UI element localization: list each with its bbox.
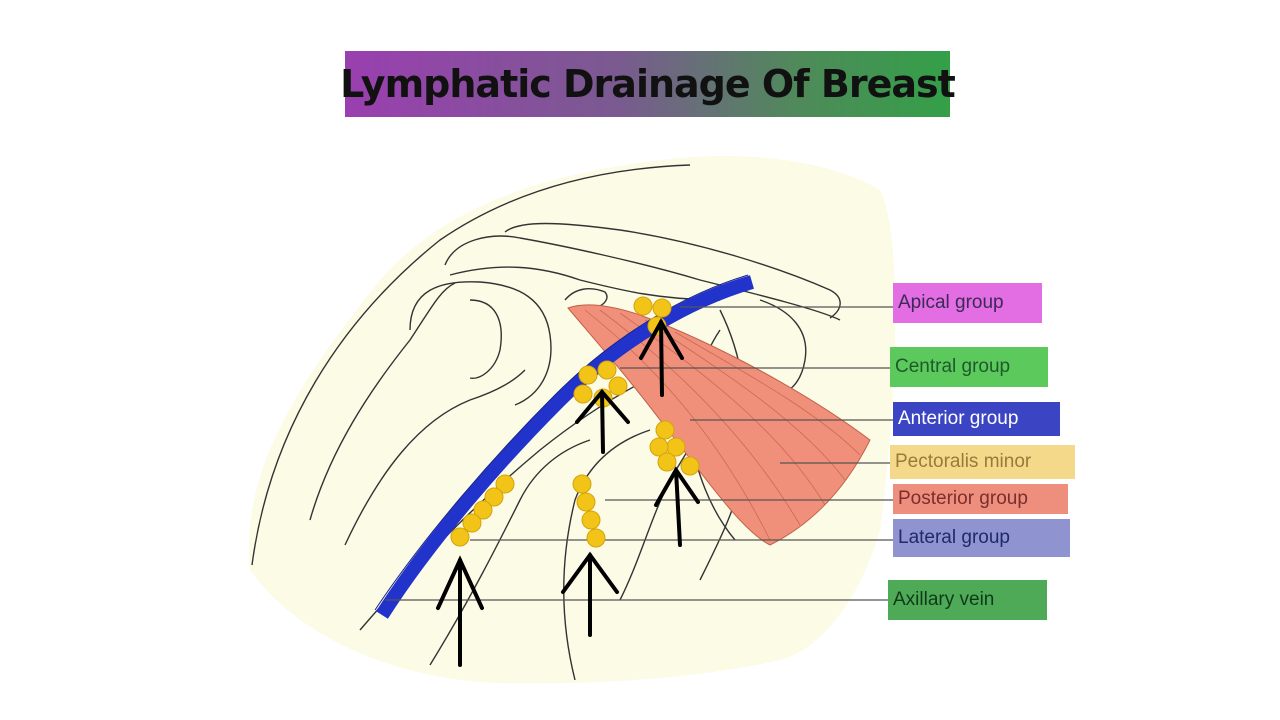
label-axillary-vein: Axillary vein (888, 580, 1047, 620)
pectoralis-minor-shape (567, 304, 871, 546)
arrow-central (575, 388, 630, 454)
label-apical-group: Apical group (893, 283, 1042, 323)
label-pectoralis-minor-text: Pectoralis minor (895, 451, 1032, 472)
humerus-shaft-back (344, 369, 526, 546)
pectoralis-minor-muscle (567, 304, 871, 546)
label-apical-group-text: Apical group (898, 292, 1004, 313)
rib-line-3 (563, 429, 651, 681)
page-title: Lymphatic Drainage Of Breast (340, 62, 956, 106)
drainage-arrows (436, 317, 700, 667)
label-axillary-vein-text: Axillary vein (893, 589, 995, 610)
axillary-vein-outline (374, 274, 749, 611)
lymph-nodes (450, 296, 700, 548)
humeral-head-inner (469, 299, 502, 379)
label-anterior-group: Anterior group (893, 402, 1060, 436)
acromion (504, 222, 841, 319)
label-central-group-text: Central group (895, 356, 1011, 377)
arrow-anterior (654, 466, 700, 547)
label-lateral-group-text: Lateral group (898, 527, 1010, 548)
humeral-head (409, 281, 552, 406)
label-anterior-group-text: Anterior group (898, 408, 1019, 429)
arrow-apical (639, 317, 684, 397)
posterior-nodes (572, 474, 606, 548)
outer-shoulder-line (251, 164, 691, 566)
label-lateral-group: Lateral group (893, 519, 1070, 557)
axillary-vein (376, 275, 754, 619)
title-banner: Lymphatic Drainage Of Breast (340, 51, 956, 117)
label-pectoralis-minor: Pectoralis minor (890, 445, 1075, 479)
label-central-group: Central group (890, 347, 1048, 387)
clavicle-top (444, 235, 841, 321)
arrow-posterior (561, 551, 619, 637)
label-posterior-group-text: Posterior group (898, 488, 1028, 509)
arrow-lateral (436, 555, 484, 667)
clavicle-bottom (449, 266, 721, 301)
anterior-nodes (649, 420, 700, 476)
humerus-shaft-front (309, 282, 456, 521)
coracoid (564, 288, 608, 309)
label-posterior-group: Posterior group (893, 484, 1068, 514)
lateral-nodes (450, 474, 515, 547)
